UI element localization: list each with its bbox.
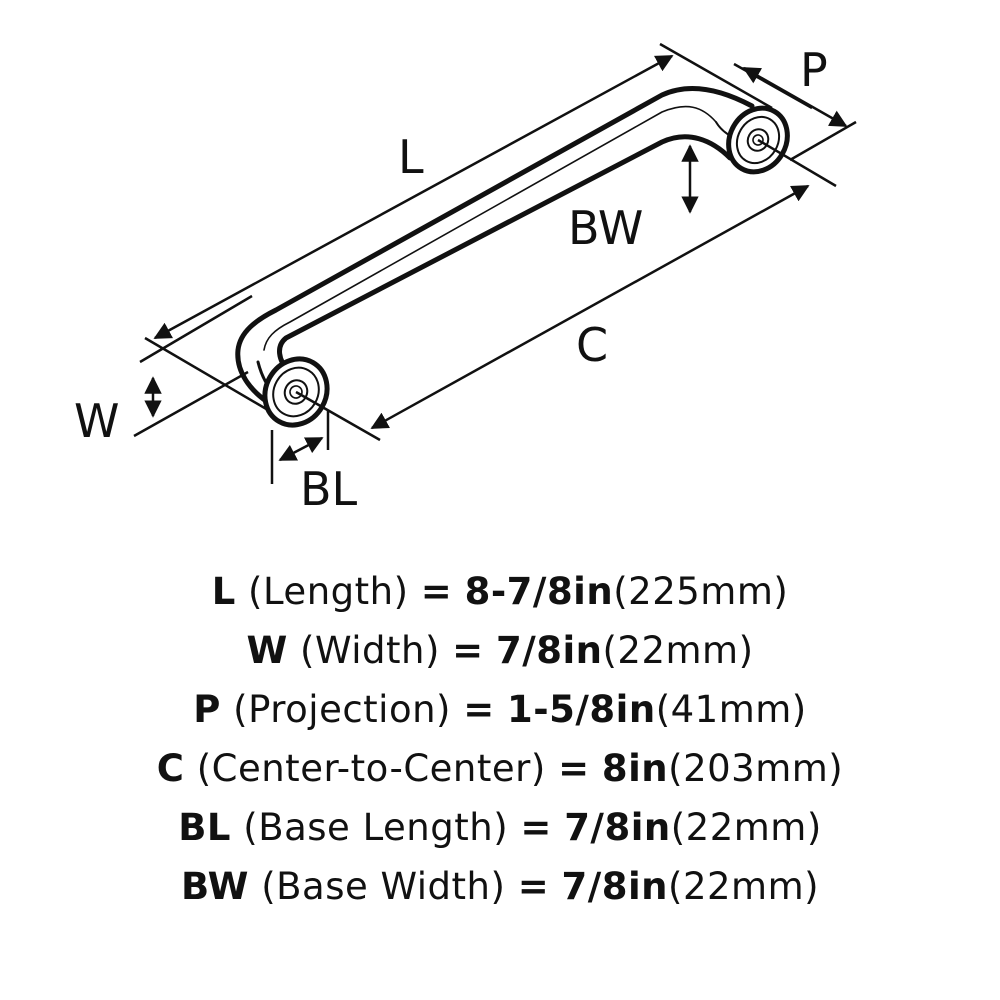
spec-metric-value: (22mm)	[602, 629, 754, 672]
projection-extension-bottom	[789, 120, 857, 162]
spec-description: (Length)	[248, 570, 409, 613]
spec-line: C (Center-to-Center) = 8in(203mm)	[0, 739, 1000, 798]
projection-dimension-line	[742, 66, 848, 128]
spec-equals: =	[463, 688, 495, 731]
center-extension-right	[757, 138, 837, 188]
spec-metric-value: (203mm)	[668, 747, 844, 790]
spec-metric-value: (22mm)	[668, 865, 820, 908]
spec-imperial-value: 7/8in	[564, 806, 671, 849]
spec-metric-value: (22mm)	[670, 806, 822, 849]
spec-equals: =	[558, 747, 590, 790]
spec-equals: =	[420, 570, 453, 613]
spec-description: (Width)	[300, 629, 440, 672]
label-width: W	[74, 394, 119, 448]
spec-line: P (Projection) = 1-5/8in(41mm)	[0, 680, 1000, 739]
spec-metric-value: (41mm)	[655, 688, 807, 731]
spec-line: BL (Base Length) = 7/8in(22mm)	[0, 798, 1000, 857]
dimension-lines	[133, 42, 857, 484]
spec-imperial-value: 7/8in	[495, 629, 603, 672]
spec-equals: =	[520, 806, 552, 849]
spec-code: P	[193, 688, 221, 731]
width-extension-bottom	[133, 370, 249, 438]
spec-metric-value: (225mm)	[613, 570, 789, 613]
spec-imperial-value: 1-5/8in	[507, 688, 656, 731]
dimension-spec-list: L (Length) = 8-7/8in(225mm)W (Width) = 7…	[0, 562, 1000, 916]
spec-imperial-value: 8in	[601, 747, 669, 790]
spec-description: (Base Length)	[243, 806, 509, 849]
spec-description: (Projection)	[233, 688, 451, 731]
base-length-dimension-line	[278, 436, 324, 462]
spec-description: (Center-to-Center)	[196, 747, 546, 790]
spec-equals: =	[452, 629, 484, 672]
length-dimension-line	[153, 54, 674, 340]
spec-line: BW (Base Width) = 7/8in(22mm)	[0, 857, 1000, 916]
label-center-to-center: C	[576, 318, 608, 372]
center-extension-left	[295, 390, 381, 442]
spec-code: C	[156, 747, 185, 790]
spec-code: W	[246, 629, 288, 672]
spec-code: L	[211, 570, 236, 613]
label-projection: P	[800, 43, 828, 97]
width-extension-top	[139, 294, 253, 364]
length-extension-left	[144, 336, 269, 412]
spec-code: BW	[180, 865, 249, 908]
spec-description: (Base Width)	[261, 865, 506, 908]
label-length: L	[398, 130, 424, 184]
center-dimension-line	[370, 184, 810, 430]
label-base-width: BW	[568, 201, 643, 255]
spec-imperial-value: 8-7/8in	[464, 570, 614, 613]
spec-line: L (Length) = 8-7/8in(225mm)	[0, 562, 1000, 621]
spec-equals: =	[517, 865, 550, 908]
label-base-length: BL	[300, 462, 358, 516]
handle-dimension-diagram: L P BW C W BL	[74, 42, 857, 516]
spec-line: W (Width) = 7/8in(22mm)	[0, 621, 1000, 680]
spec-imperial-value: 7/8in	[561, 865, 669, 908]
spec-code: BL	[178, 806, 232, 849]
